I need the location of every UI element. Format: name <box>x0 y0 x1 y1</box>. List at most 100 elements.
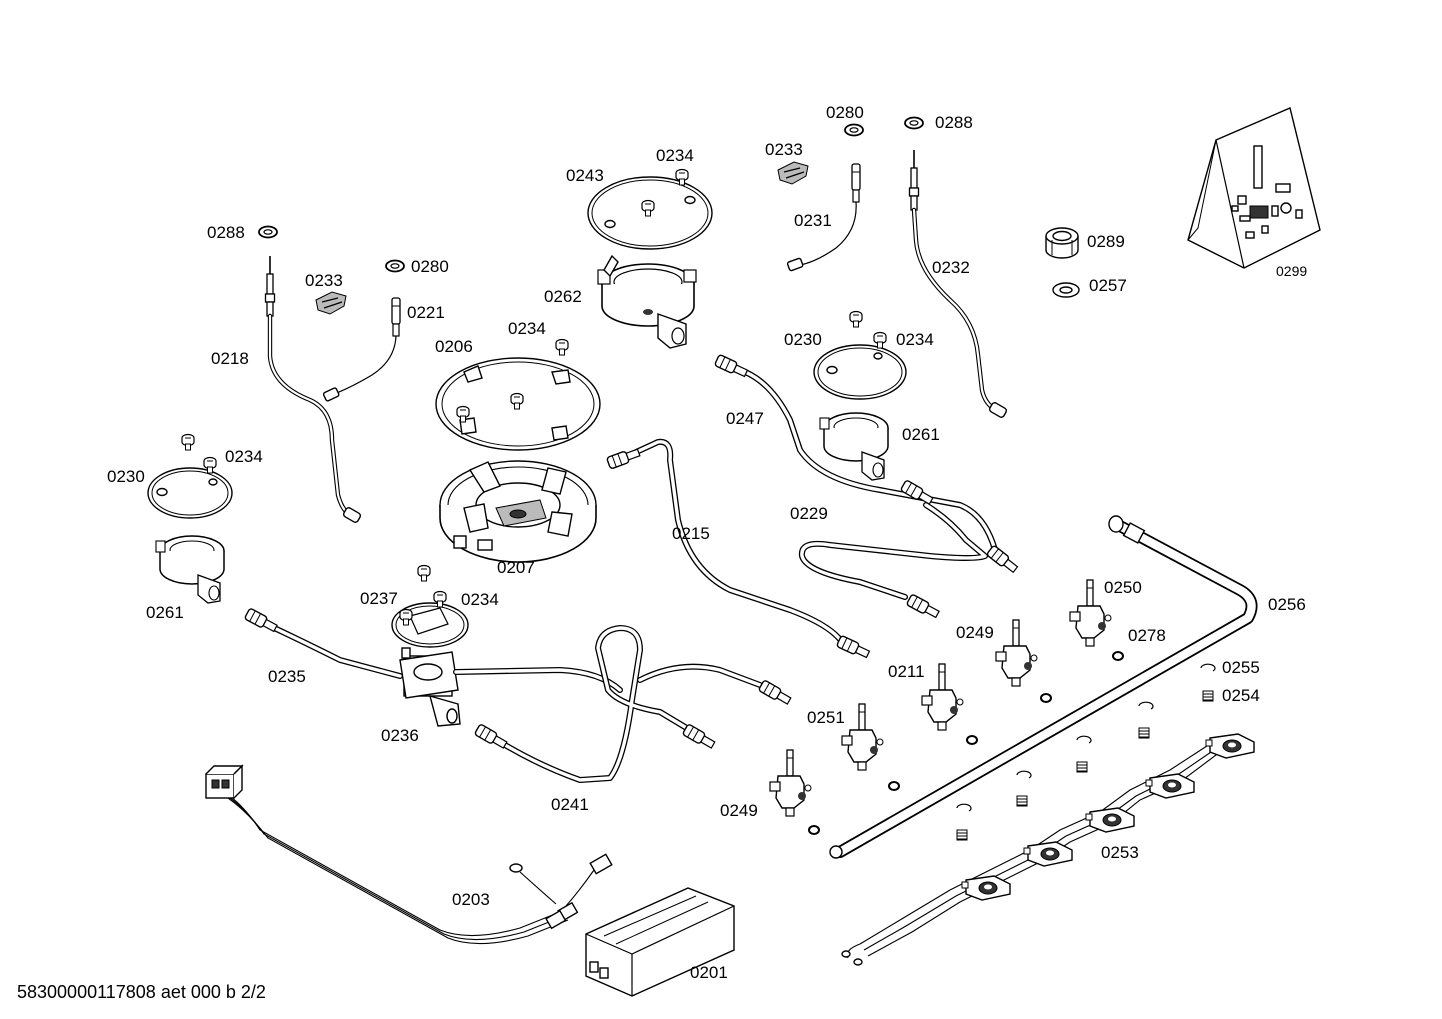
washer-icon <box>385 259 405 273</box>
part-label-0299: 0299 <box>1276 263 1307 279</box>
washer-icon <box>258 225 278 239</box>
part-label-0288: 0288 <box>935 113 973 132</box>
part-label-0201: 0201 <box>690 963 728 982</box>
part-label-0255: 0255 <box>1222 658 1260 677</box>
gas-valve-0251 <box>841 703 884 771</box>
gas-pipe-0215 <box>605 438 872 661</box>
clip-0233-right <box>777 161 809 185</box>
gas-pipe-0241 <box>473 625 717 783</box>
part-label-0233: 0233 <box>765 140 803 159</box>
part-label-0257: 0257 <box>1089 276 1127 295</box>
part-label-0229: 0229 <box>790 504 828 523</box>
gas-pipe-0247 <box>713 353 1020 575</box>
screw-icon <box>873 331 887 349</box>
part-label-0206: 0206 <box>435 337 473 356</box>
burner-body-0261-left <box>155 535 225 604</box>
spring-0254-icon <box>1202 690 1214 702</box>
heat-shield-0230-right <box>813 344 907 400</box>
burner-body-0261-right <box>819 412 889 481</box>
part-label-0218: 0218 <box>211 349 249 368</box>
screw-icon <box>417 564 431 582</box>
part-label-0232: 0232 <box>932 258 970 277</box>
part-label-0278: 0278 <box>1128 626 1166 645</box>
gas-pipe-0229 <box>798 479 988 621</box>
heat-shield-0230-left <box>147 467 233 519</box>
part-label-0207: 0207 <box>497 558 535 577</box>
part-label-0288: 0288 <box>207 223 245 242</box>
ignition-harness-0253 <box>841 733 1255 966</box>
clip-icon <box>956 803 972 812</box>
part-label-0254: 0254 <box>1222 686 1260 705</box>
part-label-0261: 0261 <box>902 425 940 444</box>
part-label-0203: 0203 <box>452 890 490 909</box>
screw-icon <box>555 338 569 356</box>
part-label-0251: 0251 <box>807 708 845 727</box>
part-labels: 0280 0288 0234 0233 0243 0231 0288 0233 … <box>107 103 1307 982</box>
igniter-0221 <box>322 297 401 402</box>
part-label-0256: 0256 <box>1268 595 1306 614</box>
washer-icon <box>904 116 924 130</box>
screw-icon <box>849 310 863 328</box>
part-label-0280: 0280 <box>826 103 864 122</box>
part-label-0250: 0250 <box>1104 578 1142 597</box>
document-footer-code: 58300000117808 aet 000 b 2/2 <box>17 982 266 1002</box>
part-label-0221: 0221 <box>407 303 445 322</box>
clip-0255-icon <box>1200 663 1216 672</box>
part-label-0243: 0243 <box>566 166 604 185</box>
part-label-0234: 0234 <box>461 590 499 609</box>
part-label-0211: 0211 <box>888 662 925 681</box>
ring-icon <box>888 781 900 791</box>
wiring-harness-0203 <box>205 764 613 945</box>
part-label-0234: 0234 <box>225 447 263 466</box>
burner-body-0262 <box>597 254 697 349</box>
clip-icon <box>1016 770 1032 779</box>
gas-valve-0249-upper <box>995 619 1038 687</box>
gas-pipe-0211 <box>637 663 793 707</box>
part-label-0234: 0234 <box>508 319 546 338</box>
wok-burner-0207 <box>439 460 597 563</box>
part-label-0262: 0262 <box>544 287 582 306</box>
spring-icon <box>1076 761 1088 773</box>
heat-shield-0243 <box>587 176 713 250</box>
spring-icon <box>1138 727 1150 739</box>
gas-valve-0211 <box>921 663 964 731</box>
part-label-0233: 0233 <box>305 271 343 290</box>
clip-icon <box>1138 701 1154 710</box>
gas-pipe-0235 <box>243 607 623 693</box>
thermocouple-0218 <box>264 255 362 523</box>
part-label-0231: 0231 <box>794 211 832 230</box>
parts-bag-0299 <box>1187 107 1321 269</box>
clip-icon <box>1076 735 1092 744</box>
part-label-0237: 0237 <box>360 589 398 608</box>
part-label-0253: 0253 <box>1101 843 1139 862</box>
part-label-0230: 0230 <box>107 467 145 486</box>
part-label-0280: 0280 <box>411 257 449 276</box>
washer-icon <box>844 123 864 137</box>
ignition-module-0201 <box>585 887 735 997</box>
ring-icon <box>966 735 978 745</box>
heat-shield-0206 <box>435 357 601 451</box>
gas-valve-0249-lower <box>769 749 812 817</box>
part-label-0234: 0234 <box>656 146 694 165</box>
part-label-0249: 0249 <box>956 623 994 642</box>
part-label-0241: 0241 <box>551 795 589 814</box>
ring-icon <box>1112 651 1124 661</box>
part-label-0230: 0230 <box>784 330 822 349</box>
part-label-0289: 0289 <box>1087 232 1125 251</box>
ring-icon <box>808 825 820 835</box>
washer-0257 <box>1052 282 1080 298</box>
clip-0233-left <box>315 291 347 315</box>
burner-body-0236 <box>399 647 461 727</box>
part-label-0247: 0247 <box>726 409 764 428</box>
part-label-0249: 0249 <box>720 801 758 820</box>
spring-icon <box>956 829 968 841</box>
part-label-0236: 0236 <box>381 726 419 745</box>
part-label-0235: 0235 <box>268 667 306 686</box>
screw-icon <box>181 433 195 451</box>
part-label-0261: 0261 <box>146 603 184 622</box>
part-label-0215: 0215 <box>672 524 710 543</box>
igniter-0231 <box>786 163 861 272</box>
ring-icon <box>1040 693 1052 703</box>
part-label-0234: 0234 <box>896 330 934 349</box>
